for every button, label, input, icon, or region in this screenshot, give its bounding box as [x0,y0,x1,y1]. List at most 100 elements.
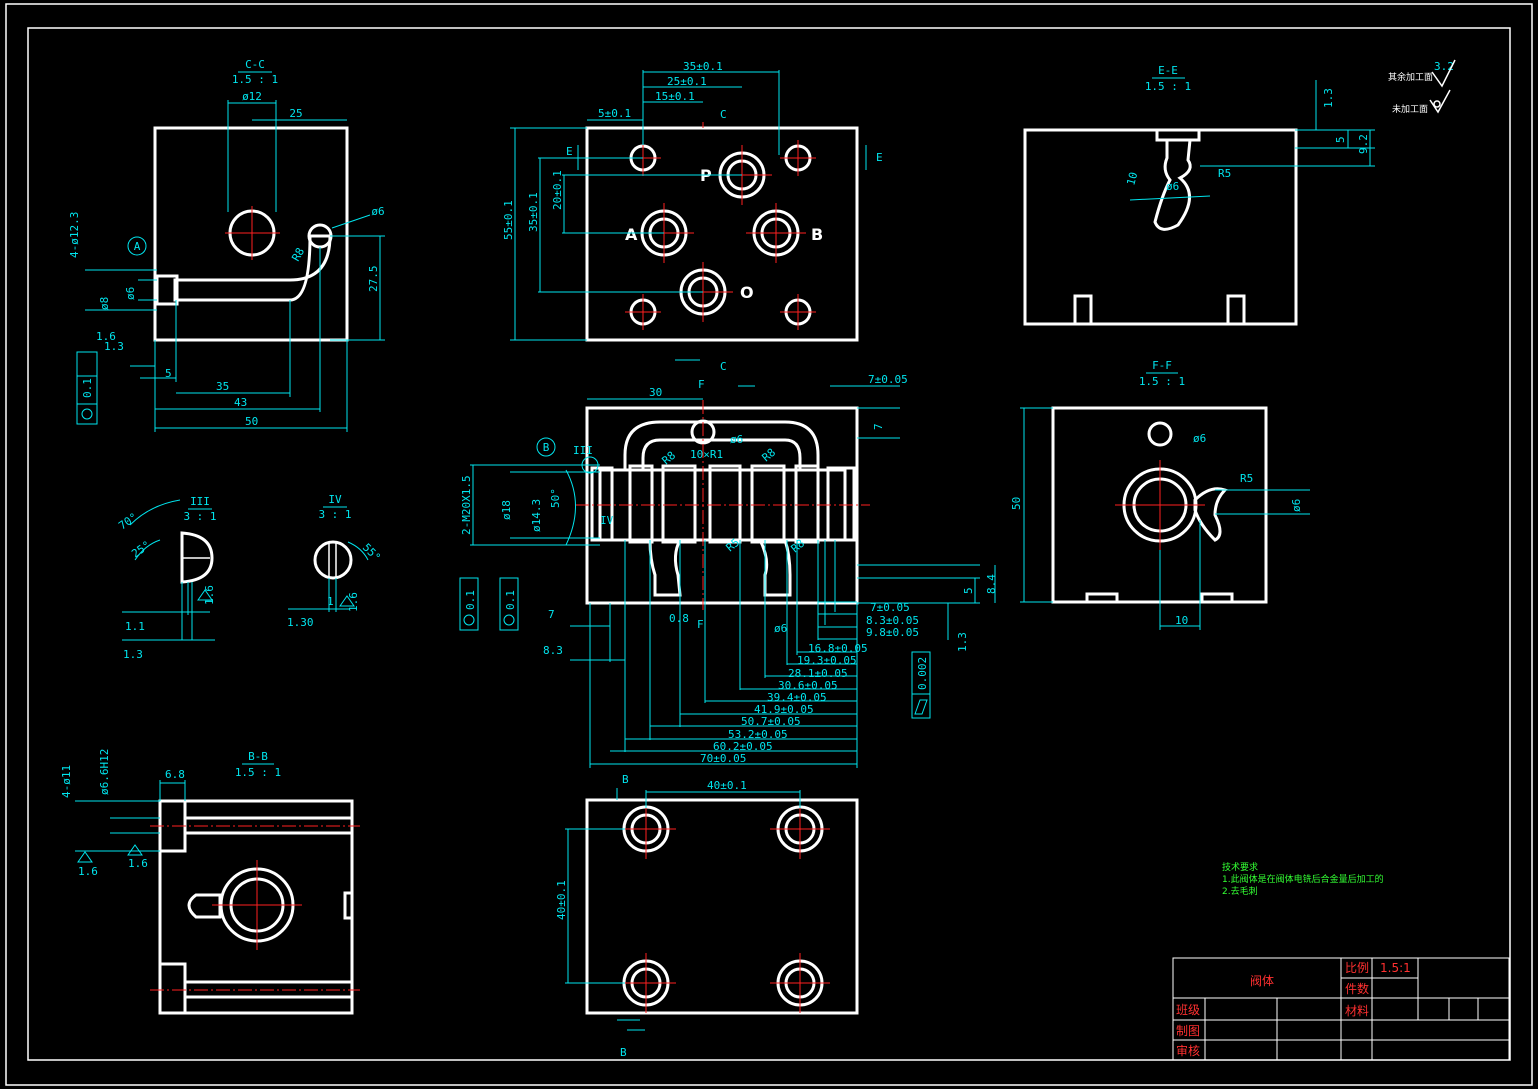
view-scale-ee: 1.5 : 1 [1145,80,1191,93]
section-e-right: E [876,151,883,164]
dim-cc-2: ø6 [371,205,384,218]
coaxiality-frame-2 [499,577,519,631]
dim-bb-0: 6.8 [165,768,185,781]
dim-ff-2: ø6 [1290,499,1303,512]
dim-top-3: 5±0.1 [598,107,631,120]
dim-front-17: 16.8±0.05 [808,642,868,655]
chain-dims-front [589,540,858,768]
section-b-bottom: B [620,1046,627,1059]
dim-front-2: 7 [872,423,885,430]
section-view-cc: C-C 1.5 : 1 ø12 25 ø6 R8 27.5 5 35 43 50… [68,58,385,432]
dim-front-28: 8.4 [985,574,998,594]
spool-lands [590,464,856,544]
outer-frame [5,3,1533,1086]
section-view-ee: E-E 1.5 : 1 5 9.2 1.3 10 ø6 R5 [1023,64,1375,326]
dim-top-1: 25±0.1 [667,75,707,88]
dim-front-33: 8.3 [543,644,563,657]
datum-b-marker [536,437,556,457]
passage-ee [1153,138,1192,231]
dim-front-4: 10×R1 [690,448,723,461]
dim-front-19: 28.1±0.05 [788,667,848,680]
body-bottom [585,798,859,1015]
dim-bottom-1: 40±0.1 [555,880,568,920]
view-title-cc: C-C [245,58,265,71]
detail-view-iv: IV 3 : 1 55° 1 1.30 1.6 [287,493,383,629]
view-title-ff: F-F [1152,359,1172,372]
datum-a-marker [127,236,147,256]
coaxiality-frame-1 [459,577,479,631]
dim-bottom-0: 40±0.1 [707,779,747,792]
dim-ff-3: 50 [1010,497,1023,510]
title-block: 阀体 比例 1.5:1 件数 材料 班级 制图 审核 [1172,957,1510,1061]
dim-front-16: 9.8±0.05 [866,626,919,639]
title-class-label: 班级 [1176,1003,1200,1017]
notes-line2: 2.去毛刺 [1222,885,1258,897]
dim-bb-2: 4-ø11 [60,765,73,798]
section-e-left: E [566,145,573,158]
dim-ee-5: 1.3 [1322,88,1335,108]
dim-front-13: 0.8 [669,612,689,625]
title-qty-label: 件数 [1345,981,1369,996]
dim-front-11: ø14.3 [530,499,543,532]
port-b-label: B [811,225,823,244]
dim-ff-4: 10 [1175,614,1188,627]
dim-front-25: 60.2±0.05 [713,740,773,753]
dim-ee-4: 9.2 [1357,134,1370,154]
view-scale-d4: 3 : 1 [318,508,351,521]
notes-line1: 1.此阀体是在阀体电铣后合金量后加工的 [1222,873,1384,885]
dim-top-5: 35±0.1 [527,192,540,232]
dim-cc-5: 5 [165,367,172,380]
title-checked-label: 审核 [1176,1043,1200,1058]
title-drawn-label: 制图 [1176,1024,1200,1038]
dim-front-1: 7±0.05 [868,373,908,386]
dim-d4-3: 1.6 [347,592,360,612]
dim-cc-4: 27.5 [367,266,380,293]
section-view-bb: B-B 1.5 : 1 6.8 ø6.6H12 4-ø11 1.6 1.6 [60,749,360,1015]
dim-front-32: 7 [548,608,555,621]
surface-other-label: 其余加工面 [1388,71,1433,83]
dim-front-20: 30.6±0.05 [778,679,838,692]
body-cc [153,126,349,342]
tol-front-1: 0.1 [464,590,477,610]
title-material-label: 材料 [1345,1004,1369,1018]
dim-top-2: 15±0.1 [655,90,695,103]
section-f-bottom: F [697,618,704,631]
flatness-frame [911,651,931,719]
detail-view-iii: III 3 : 1 70° 25° 1.1 1.3 1.6 [116,495,216,661]
view-scale-ff: 1.5 : 1 [1139,375,1185,388]
dim-cc-13: 1.3 [104,340,124,353]
dim-cc-1: 25 [289,107,302,120]
dim-cc-3: R8 [289,246,307,264]
upper-gallery [623,420,820,472]
dim-d3-2: 1.1 [125,620,145,633]
dim-top-0: 35±0.1 [683,60,723,73]
dim-d4-2: 1.30 [287,616,314,629]
dim-d3-1: 25° [129,538,153,560]
dim-bb-1: ø6.6H12 [98,749,111,795]
dim-d4-0: 55° [360,541,383,564]
detail-iv-marker: IV [600,514,614,527]
dim-ee-1: ø6 [1166,180,1179,193]
port-a-label: A [625,225,638,244]
dim-top-4: 55±0.1 [502,200,515,240]
dim-front-9: 2-M20X1.5 [460,475,473,535]
title-scale-value: 1.5:1 [1380,961,1411,975]
dim-ee-3: 5 [1334,136,1347,143]
dim-front-6: R8 [760,446,779,464]
dim-front-29: 0.002 [916,657,929,690]
tolerance-frame-cc [76,351,98,425]
view-scale-bb: 1.5 : 1 [235,766,281,779]
title-scale-label: 比例 [1345,961,1369,975]
dim-d3-4: 1.6 [203,585,216,605]
technical-notes: 技术要求 1.此阀体是在阀体电铣后合金量后加工的 2.去毛刺 [1222,861,1384,897]
dim-front-30: ø6 [774,622,787,635]
inner-frame [27,27,1511,1061]
dim-d4-1: 1 [327,595,334,608]
tol-cc: 0.1 [81,378,94,398]
dim-front-26: 70±0.05 [700,752,746,765]
view-title-ee: E-E [1158,64,1178,77]
dim-front-18: 19.3±0.05 [797,654,857,667]
surface-value: 3.2 [1434,60,1454,73]
section-b-top: B [622,773,629,786]
